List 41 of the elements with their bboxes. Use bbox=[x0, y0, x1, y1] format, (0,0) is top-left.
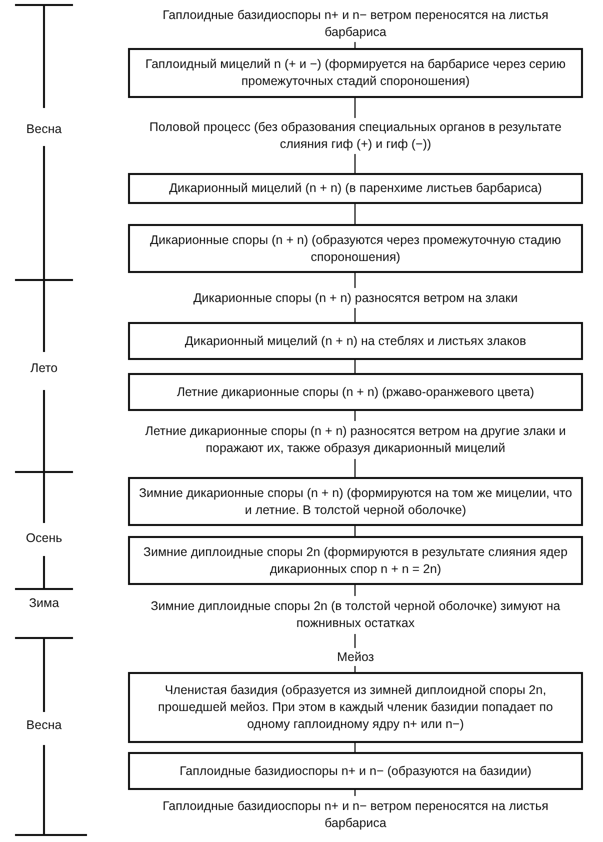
connector-line bbox=[354, 360, 356, 373]
stage-text: Дикарионный мицелий (n + n) (в паренхиме листьев барбариса) bbox=[169, 180, 542, 197]
stage-box bbox=[128, 322, 583, 360]
connector-line bbox=[354, 526, 356, 536]
stage-box bbox=[128, 173, 583, 204]
transition-text: Зимние диплоидные споры 2n (в толстой черной оболочке) зимуют на пожнивных остатках bbox=[150, 598, 562, 632]
stage-text: Летние дикарионные споры (n + n) (ржаво-оранжевого цвета) bbox=[176, 384, 534, 400]
connector-line bbox=[354, 154, 356, 173]
season-label: Лето bbox=[29, 361, 59, 375]
transition-text: Летние дикарионные споры (n + n) разносятся ветром на другие злаки и поражают их, также образуя дикарионный мицелий bbox=[144, 423, 567, 457]
stage-box bbox=[128, 672, 583, 743]
stage-text: Дикарионный мицелий (n + n) на стеблях и листьях злаков bbox=[184, 332, 526, 350]
connector-line bbox=[354, 585, 356, 596]
stage-box bbox=[128, 224, 583, 273]
season-label: Осень bbox=[24, 531, 64, 545]
connector-line bbox=[354, 204, 356, 224]
connector-line bbox=[354, 411, 356, 421]
connector-line bbox=[354, 634, 356, 648]
stage-text: Гаплоидные базидиоспоры n+ и n− (образуются на базидии) bbox=[180, 762, 532, 780]
transition-text: Гаплоидные базидиоспоры n+ и n− ветром переносятся на листья барбариса bbox=[162, 7, 550, 41]
stage-box bbox=[128, 752, 583, 790]
transition-text: Половой процесс (без образования специальных органов в результате слияния гиф (+) и гиф (−)) bbox=[148, 119, 563, 153]
stage-text: Зимние диплоидные споры 2n (формируются в результате слияния ядер дикарионных спор n + n = 2n) bbox=[142, 544, 569, 578]
transition-text: Мейоз bbox=[336, 648, 374, 666]
transition-text: Дикарионные споры (n + n) разносятся ветром на злаки bbox=[193, 290, 518, 306]
stage-box bbox=[128, 373, 583, 411]
stage-text: Гаплоидный мицелий n (+ и −) (формируется на барбарисе через серию промежуточных стадий спороношения) bbox=[144, 56, 567, 90]
connector-line bbox=[354, 273, 356, 288]
stage-box bbox=[128, 536, 583, 585]
transition-text: Гаплоидные базидиоспоры n+ и n− ветром переносятся на листья барбариса bbox=[162, 798, 550, 832]
season-label: Весна bbox=[25, 122, 63, 136]
stage-text: Дикарионные споры (n + n) (образуются через промежуточную стадию спороношения) bbox=[149, 232, 562, 266]
stage-text: Членистая базидия (образуется из зимней диплоидной споры 2n, прошедшей мейоз. При этом в каждый членик базидии попадает по одному гаплоидному ядру n+ или n−) bbox=[157, 682, 554, 733]
stage-box bbox=[128, 477, 583, 526]
season-label: Весна bbox=[25, 718, 63, 732]
stage-box bbox=[128, 48, 583, 98]
stage-text: Зимние дикарионные споры (n + n) (формируются на том же мицелии, что и летние. В толстой черной оболочке) bbox=[138, 484, 573, 518]
connector-line bbox=[354, 98, 356, 118]
season-label: Зима bbox=[28, 596, 60, 610]
connector-line bbox=[354, 459, 356, 477]
connector-line bbox=[354, 308, 356, 322]
